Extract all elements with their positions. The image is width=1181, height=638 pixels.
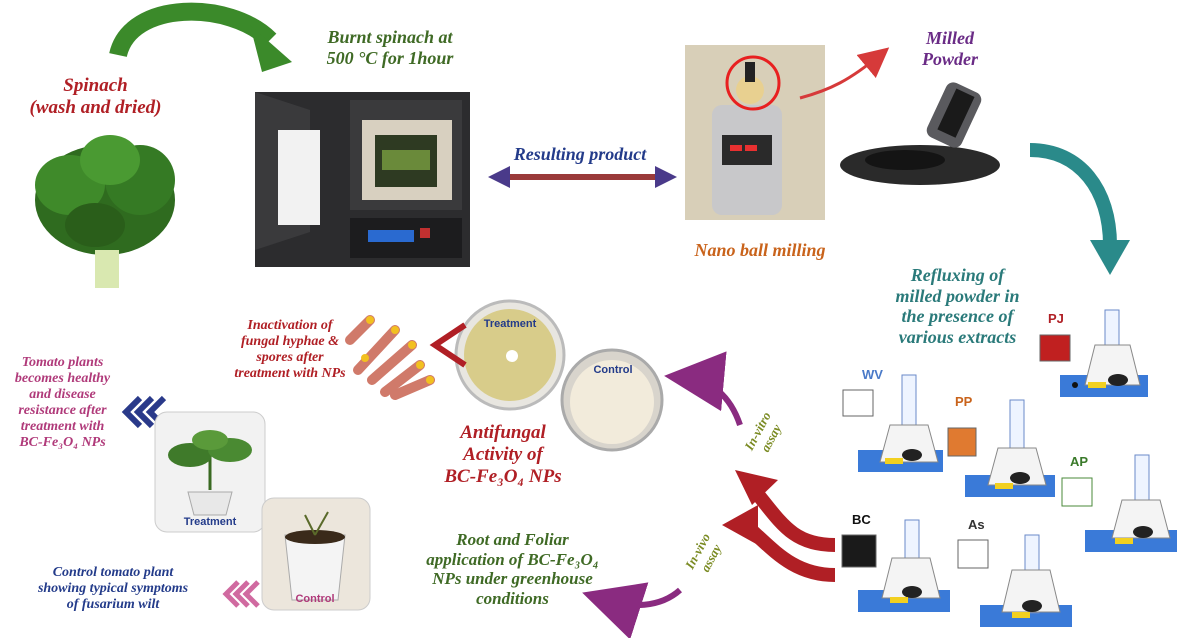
label-refluxing: Refluxing of milled powder in the presen… [875,265,1040,348]
label-antifungal-line: Antifungal [460,422,546,443]
teal-arrow-head [1090,240,1130,275]
label-inactivation-line: Inactivation of [247,318,333,333]
label-control-line: Control tomato plant [52,565,174,580]
label-tomato-line: becomes healthy [14,371,111,387]
label-nano-ball-milling: Nano ball milling [680,240,840,261]
label-milled-line: Powder [922,48,978,69]
label-ballmill-text: Nano ball milling [694,240,826,260]
label-spinach-line: Spinach [63,75,128,96]
extract-tag-as: As [968,517,985,532]
dish-label-treatment: Treatment [483,318,537,330]
label-spinach-line: (wash and dried) [29,96,162,118]
label-root-line: application of BC-Fe₃O₄ [426,549,599,569]
label-tomato-line: resistance after [18,403,107,419]
label-root-line: NPs under greenhouse [432,569,593,589]
ball-mill-image [685,45,825,220]
reflux-setup-bc [841,519,950,612]
extract-tag-pj: PJ [1048,311,1064,326]
milled-powder-image [840,82,1000,185]
furnace-image [255,92,470,267]
fungal-hyphae-image [345,315,435,400]
label-root-line: Root and Foliar [456,530,569,549]
red-split-arrowhead-lower [722,505,758,545]
label-antifungal-line: BC-Fe₃O₄ NPs [444,465,562,487]
label-inactivation-line: spores after [256,350,324,366]
label-burnt-line: Burnt spinach at [327,27,453,47]
label-resulting-text: Resulting product [513,144,647,164]
label-spinach: Spinach (wash and dried) [18,75,173,119]
label-reflux-line: milled powder in [895,285,1020,306]
label-reflux-line: various extracts [898,327,1017,348]
label-burnt-spinach: Burnt spinach at 500 °C for 1hour [310,27,470,68]
reflux-setup-pj [1039,309,1148,397]
label-reflux-line: the presence of [901,306,1014,327]
label-burnt-line: 500 °C for 1hour [326,47,454,68]
teal-curved-arrow [1029,143,1117,246]
reflux-setup-as [957,534,1072,627]
extract-tag-bc: BC [852,512,871,527]
label-control-line: of fusarium wilt [66,597,160,613]
reflux-setup-wv [842,374,943,472]
pink-chevrons-icon [222,580,260,608]
label-tomato-line: and disease [29,387,96,403]
label-tomato-line: Tomato plants [21,355,104,370]
red-split-arrowhead-upper [735,470,778,505]
label-milled-line: Milled [926,28,974,48]
label-reflux-line: Refluxing of [910,265,1005,285]
spinach-image [35,135,175,288]
label-antifungal: Antifungal Activity of BC-Fe₃O₄ NPs [428,422,578,488]
purple-arrow-invivo [582,582,683,638]
extract-tag-ap: AP [1070,454,1089,469]
plant-label-control: Control [295,593,335,605]
control-plant-image [261,497,371,611]
label-milled-powder: Milled Powder [900,28,1000,69]
double-arrow-left-head [488,166,510,188]
label-inactivation-line: fungal hyphae & [240,334,339,350]
label-control-tomato: Control tomato plant showing typical sym… [8,565,218,613]
purple-arrow-invitro [664,351,743,427]
red-bracket [429,322,467,368]
label-antifungal-line: Activity of [463,443,543,465]
label-tomato-line: BC-Fe₃O₄ NPs [19,435,106,451]
label-tomato-line: treatment with [20,419,105,435]
petri-dish-treatment [454,299,566,411]
red-arrow-to-powder [799,47,890,100]
petri-dish-control [560,348,664,452]
green-curved-arrow [109,2,277,58]
treatment-plant-image [154,411,266,533]
green-arrow-head [250,25,292,72]
label-inactivation: Inactivation of fungal hyphae & spores a… [225,318,355,382]
reflux-setup-ap [1061,454,1177,552]
label-inactivation-line: treatment with NPs [234,366,346,382]
reflux-setup-pp [947,399,1055,497]
plant-label-treatment: Treatment [183,516,237,528]
extract-tag-pp: PP [955,394,973,409]
label-resulting-product: Resulting product [490,144,670,165]
dish-label-control: Control [593,364,633,376]
label-control-line: showing typical symptoms [37,581,189,597]
label-root-line: conditions [476,588,549,608]
double-arrow-right-head [655,166,677,188]
label-tomato-healthy: Tomato plants becomes healthy and diseas… [0,355,125,452]
extract-tag-wv: WV [862,367,883,382]
label-root-foliar: Root and Foliar application of BC-Fe₃O₄ … [415,530,610,608]
